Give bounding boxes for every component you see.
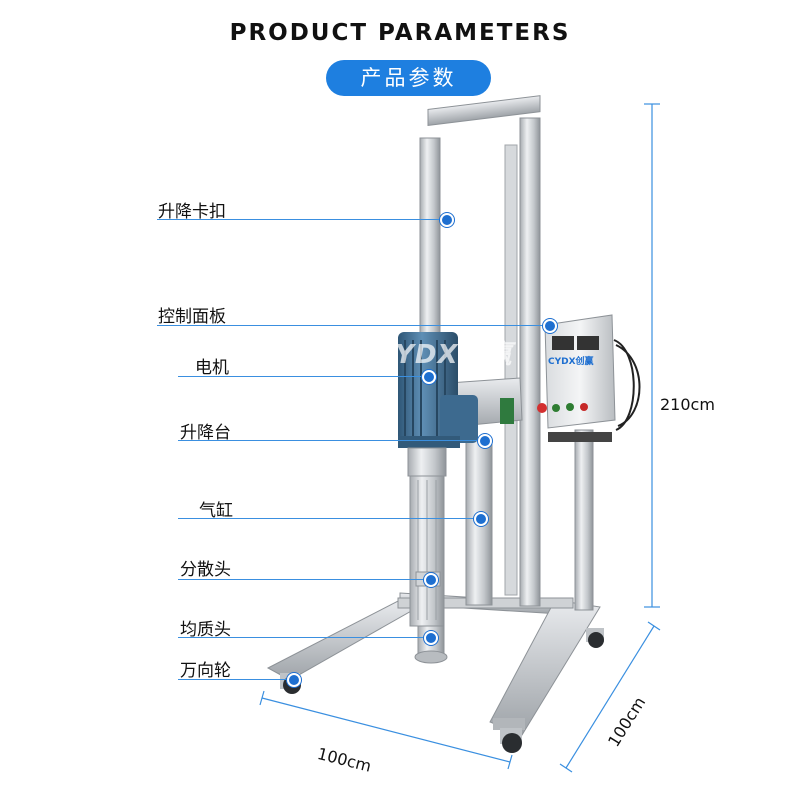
marker-control-panel (543, 319, 557, 333)
caster-front (500, 728, 522, 753)
title-badge: 产品参数 (326, 60, 491, 96)
label-cylinder: 气缸 (199, 501, 233, 521)
right-column (519, 117, 541, 607)
leader-caster (178, 679, 293, 680)
caster-right (586, 628, 604, 648)
label-lift-clip: 升降卡扣 (158, 202, 226, 222)
leader-control-panel (157, 325, 550, 326)
brand-logo-watermark: CYDX创赢 (375, 340, 513, 370)
leader-lift-platform (178, 440, 484, 441)
marker-lift-platform (478, 434, 492, 448)
marker-dispersing-head (424, 573, 438, 587)
leader-homogenizing-head (178, 637, 430, 638)
label-control-panel: 控制面板 (158, 307, 226, 327)
label-dispersing-head: 分散头 (180, 560, 231, 580)
leader-motor (178, 376, 428, 377)
motor-body (398, 332, 478, 448)
marker-cylinder (474, 512, 488, 526)
leader-dispersing-head (178, 579, 430, 580)
top-beam (427, 95, 541, 127)
marker-caster (287, 673, 301, 687)
leader-lift-clip (157, 219, 447, 220)
leader-cylinder (178, 518, 480, 519)
label-caster: 万向轮 (180, 661, 231, 681)
page-title: PRODUCT PARAMETERS (229, 20, 571, 46)
marker-homogenizing-head (424, 631, 438, 645)
height-dimension: 210cm (660, 395, 715, 414)
marker-motor (422, 370, 436, 384)
label-motor: 电机 (195, 358, 229, 378)
brand-logo-panel: CYDX创赢 (548, 357, 594, 367)
marker-lift-clip (440, 213, 454, 227)
label-homogenizing-head: 均质头 (180, 620, 231, 640)
label-lift-platform: 升降台 (180, 423, 231, 443)
control-panel-box (537, 314, 641, 611)
